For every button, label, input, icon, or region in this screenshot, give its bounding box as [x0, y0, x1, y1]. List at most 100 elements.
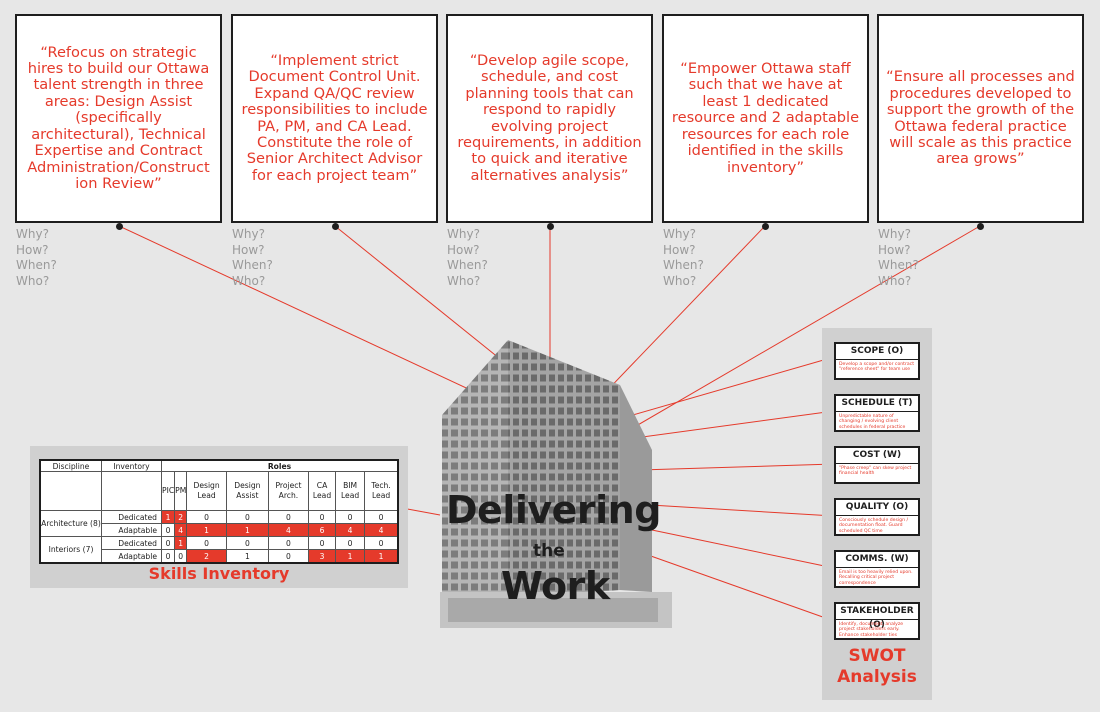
connector-dot	[547, 223, 554, 230]
inventory-cell: Dedicated	[101, 536, 162, 550]
swot-note: Develop a scope and/or contract "referen…	[839, 362, 915, 373]
swot-item-cost: COST (W) "Phase creep" can skew project …	[834, 446, 920, 484]
connector-dot	[762, 223, 769, 230]
value-cell: 2	[174, 510, 188, 524]
value-cell: 0	[160, 549, 176, 564]
swot-note: Unpredictable nature of changing / evolv…	[839, 414, 906, 430]
role-header: Design Assist	[225, 471, 269, 511]
questions-list: Why? How? When? Who?	[16, 227, 57, 290]
connector-line	[639, 463, 835, 471]
quote-box-2: “Implement strict Document Control Unit.…	[231, 14, 438, 223]
value-cell: 0	[160, 523, 176, 537]
question-when: When?	[447, 258, 488, 273]
value-cell: 0	[225, 510, 269, 524]
connector-line	[647, 554, 835, 622]
inventory-cell: Adaptable	[101, 523, 162, 537]
questions-list: Why? How? When? Who?	[232, 227, 273, 290]
question-how: How?	[447, 242, 480, 257]
swot-note: Identify, document, analyze project stak…	[839, 622, 904, 638]
swot-item-stakeholder: STAKEHOLDER (O) Identify, document, anal…	[834, 602, 920, 640]
discipline-cell: Interiors (7)	[39, 536, 102, 564]
question-when: When?	[16, 258, 57, 273]
role-header: Tech. Lead	[364, 471, 399, 511]
value-cell: 1	[186, 523, 227, 537]
swot-item-scope: SCOPE (O) Develop a scope and/or contrac…	[834, 342, 920, 380]
value-cell: 3	[308, 549, 337, 564]
value-cell: 0	[335, 536, 366, 550]
value-cell: 0	[186, 536, 227, 550]
connector-line	[649, 504, 835, 517]
value-cell: 0	[308, 536, 337, 550]
building-illustration: Delivering the Work	[440, 340, 680, 628]
title-delivering: Delivering	[446, 488, 661, 532]
table-row: Interiors (7) Dedicated 0 1 0 0 0 0 0 0	[39, 536, 399, 564]
connector-line	[334, 225, 521, 376]
question-why: Why?	[232, 227, 265, 241]
question-who: Who?	[16, 274, 50, 289]
value-cell: 0	[267, 510, 310, 524]
question-why: Why?	[878, 227, 911, 241]
quote-text: “Refocus on strategic hires to build our…	[27, 43, 210, 192]
blank-cell	[101, 471, 162, 511]
question-when: When?	[878, 258, 919, 273]
blank-cell	[39, 471, 102, 511]
swot-label: COMMS. (W)	[836, 552, 918, 568]
connector-dot	[977, 223, 984, 230]
question-how: How?	[16, 242, 49, 257]
swot-item-quality: QUALITY (O) Consciously schedule design …	[834, 498, 920, 536]
role-header: PM	[174, 471, 188, 511]
value-cell: 0	[267, 536, 310, 550]
quote-text: “Develop agile scope, schedule, and cost…	[457, 51, 642, 184]
connector-line	[401, 507, 441, 516]
value-cell: 0	[267, 549, 310, 564]
building-graphic	[440, 340, 672, 628]
question-who: Who?	[663, 274, 697, 289]
value-cell: 4	[267, 523, 310, 537]
swot-label: COST (W)	[836, 448, 918, 464]
quote-text: “Ensure all processes and procedures dev…	[886, 68, 1075, 168]
swot-label: QUALITY (O)	[836, 500, 918, 516]
swot-label: SCHEDULE (T)	[836, 396, 918, 412]
value-cell: 1	[335, 549, 366, 564]
value-cell: 2	[186, 549, 227, 564]
question-how: How?	[878, 242, 911, 257]
question-why: Why?	[16, 227, 49, 241]
connector-line	[118, 225, 493, 401]
connector-line	[611, 225, 981, 441]
value-cell: 1	[225, 549, 269, 564]
swot-analysis-panel: SCOPE (O) Develop a scope and/or contrac…	[822, 328, 932, 700]
value-cell: 1	[225, 523, 269, 537]
quote-box-5: “Ensure all processes and procedures dev…	[877, 14, 1084, 223]
connector-line	[597, 356, 835, 426]
connector-line	[597, 225, 766, 401]
value-cell: 4	[364, 523, 399, 537]
role-header: CA Lead	[308, 471, 337, 511]
table-row: Adaptable 0 0 2 1 0 3 1 1	[40, 549, 399, 564]
question-who: Who?	[447, 274, 481, 289]
swot-item-schedule: SCHEDULE (T) Unpredictable nature of cha…	[834, 394, 920, 432]
value-cell: 0	[174, 549, 188, 564]
value-cell: 0	[308, 510, 337, 524]
questions-list: Why? How? When? Who?	[447, 227, 488, 290]
connector-dot	[116, 223, 123, 230]
skills-inventory-panel: Discipline Inventory Roles PIC PM Design…	[30, 446, 408, 588]
swot-label: STAKEHOLDER (O)	[836, 604, 918, 630]
question-why: Why?	[447, 227, 480, 241]
swot-note: Consciously schedule design / documentat…	[839, 518, 908, 534]
role-header: BIM Lead	[335, 471, 366, 511]
value-cell: 0	[225, 536, 269, 550]
value-cell: 1	[364, 549, 399, 564]
value-cell: 6	[308, 523, 337, 537]
question-why: Why?	[663, 227, 696, 241]
swot-note: "Phase creep" can skew project financial…	[839, 466, 912, 477]
value-cell: 4	[335, 523, 366, 537]
title-work: Work	[501, 564, 610, 608]
value-cell: 0	[160, 536, 176, 550]
connector-line	[651, 529, 835, 569]
header-inventory: Inventory	[101, 459, 162, 472]
question-when: When?	[232, 258, 273, 273]
table-row: Architecture (8) Dedicated 1 2 0 0 0 0 0…	[39, 510, 399, 537]
role-header: Design Lead	[186, 471, 227, 511]
swot-analysis-title: SWOT Analysis	[822, 646, 932, 688]
